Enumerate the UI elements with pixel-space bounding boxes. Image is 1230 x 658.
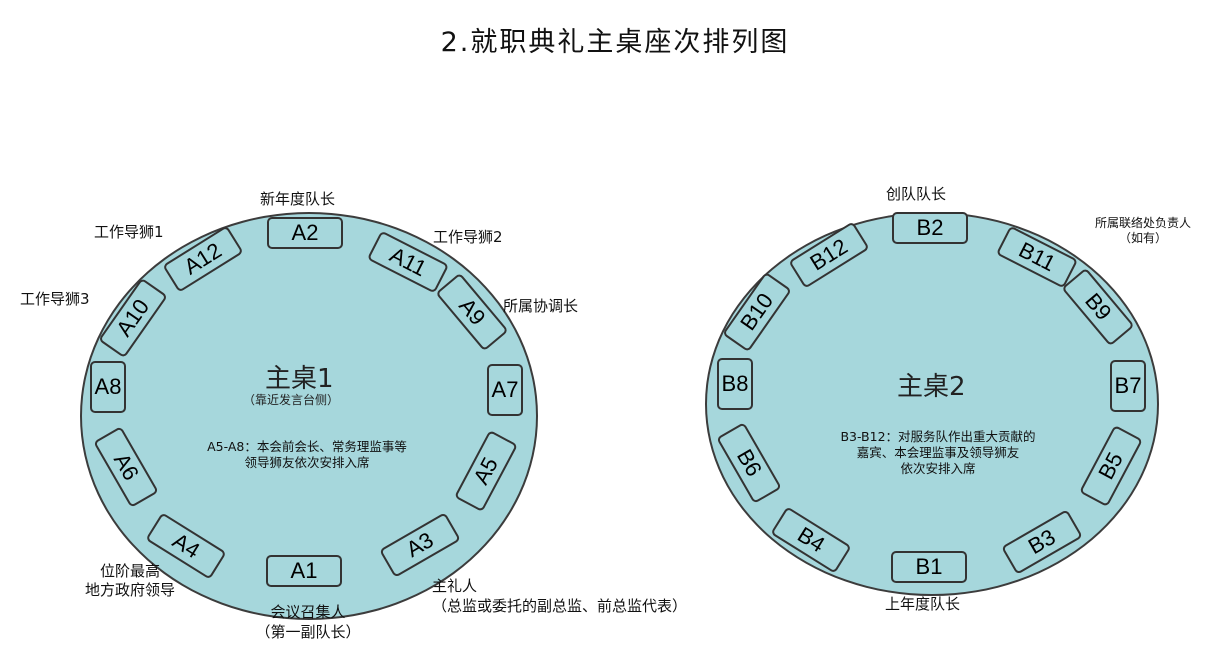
- label-a4-line-2: 地方政府领导: [84, 581, 175, 599]
- label-a2: 新年度队长: [260, 190, 336, 208]
- label-a3-line-1: 主礼人: [432, 577, 478, 595]
- label-a4-line-1: 位阶最高: [99, 562, 160, 580]
- table-2-note-line-2: 嘉宾、本会理监事及领导狮友: [856, 445, 1020, 460]
- table-2-note-line-1: B3-B12：对服务队作出重大贡献的: [840, 429, 1036, 444]
- table-1-note-line-2: 领导狮友依次安排入席: [244, 455, 370, 470]
- label-a4: 位阶最高 地方政府领导: [65, 562, 195, 600]
- seat-b7: B7: [1110, 360, 1146, 412]
- label-a1: 会议召集人 （第一副队长）: [238, 602, 378, 642]
- label-a3: 主礼人 （总监或委托的副总监、前总监代表）: [432, 576, 687, 616]
- table-2-note: B3-B12：对服务队作出重大贡献的 嘉宾、本会理监事及领导狮友 依次安排入席: [800, 429, 1076, 477]
- label-a1-line-2: （第一副队长）: [255, 623, 361, 641]
- table-1-note-line-1: A5-A8：本会前会长、常务理监事等: [207, 439, 407, 454]
- seat-b1: B1: [891, 551, 967, 583]
- label-a10: 工作导狮3: [20, 290, 90, 308]
- seat-b2: B2: [892, 212, 968, 244]
- table-1-subtitle: （靠近发言台侧）: [243, 393, 340, 407]
- label-a9: 所属协调长: [503, 297, 579, 315]
- main-table-2: [705, 212, 1159, 596]
- table-1-title: 主桌1: [265, 364, 334, 394]
- label-b11-line-1: 所属联络处负责人: [1094, 216, 1191, 230]
- label-b11: 所属联络处负责人 （如有）: [1080, 216, 1206, 246]
- table-2-title: 主桌2: [897, 372, 966, 402]
- label-a3-line-2: （总监或委托的副总监、前总监代表）: [432, 597, 688, 615]
- label-b11-line-2: （如有）: [1118, 231, 1167, 245]
- seat-b8: B8: [717, 358, 753, 410]
- table-1-note: A5-A8：本会前会长、常务理监事等 领导狮友依次安排入席: [170, 439, 444, 471]
- label-a12: 工作导狮1: [94, 223, 164, 241]
- seat-a1: A1: [266, 555, 342, 587]
- seat-a8: A8: [90, 361, 126, 413]
- seat-a2: A2: [267, 217, 343, 249]
- label-b2: 创队队长: [886, 185, 947, 203]
- label-b1: 上年度队长: [885, 595, 961, 613]
- page-title: 2.就职典礼主桌座次排列图: [440, 27, 790, 58]
- seat-a7: A7: [487, 364, 523, 416]
- label-a1-line-1: 会议召集人: [270, 603, 346, 621]
- table-2-note-line-3: 依次安排入席: [900, 461, 976, 476]
- label-a11: 工作导狮2: [433, 228, 503, 246]
